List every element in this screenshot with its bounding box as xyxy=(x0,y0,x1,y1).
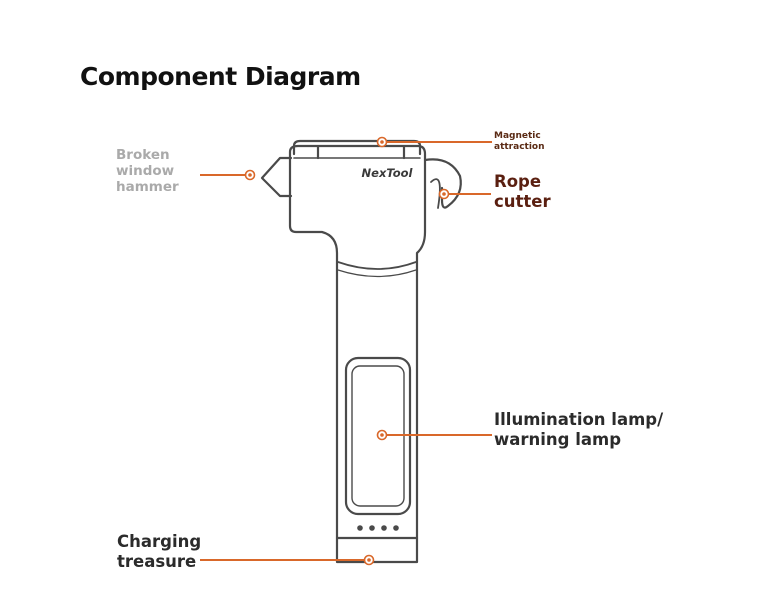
indicator-dot xyxy=(369,525,375,531)
label-rope-cutter: Rope cutter xyxy=(494,172,551,211)
label-magnetic-attraction: Magnetic attraction xyxy=(494,131,545,152)
label-illumination-lamp: Illumination lamp/ warning lamp xyxy=(494,410,664,449)
indicator-dot xyxy=(393,525,399,531)
brand-logo: NexTool xyxy=(362,166,414,180)
label-charging-treasure: Charging treasure xyxy=(117,532,202,571)
hammer-tip xyxy=(260,156,293,198)
indicator-dot xyxy=(381,525,387,531)
page-title: Component Diagram xyxy=(80,62,361,91)
indicator-dot xyxy=(357,525,363,531)
magnetic-cap xyxy=(292,139,422,156)
tool-body-outline xyxy=(288,144,427,564)
rope-cutter-hook xyxy=(423,158,462,209)
label-broken-window-hammer: Broken window hammer xyxy=(116,147,179,196)
